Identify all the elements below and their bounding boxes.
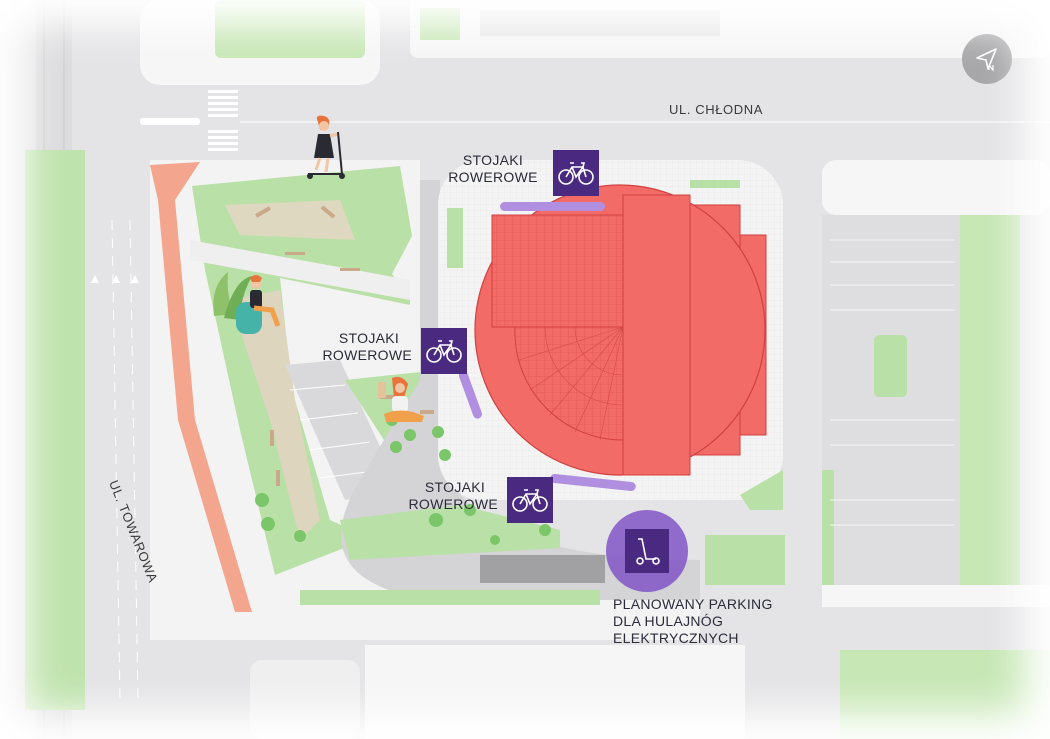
reading-person-figure — [378, 376, 424, 422]
bike-rack-label-line: ROWEROWE — [448, 169, 538, 185]
building-arena — [474, 184, 767, 476]
scooter-parking-marker[interactable] — [625, 529, 669, 573]
bike-rack-label-west: STOJAKI ROWEROWE — [312, 330, 412, 364]
compass-rose[interactable] — [962, 34, 1012, 84]
sand-path — [225, 200, 355, 240]
bike-rack-label-south: STOJAKI ROWEROWE — [398, 479, 498, 513]
bike-rack-label-line: STOJAKI — [424, 479, 486, 495]
bike-rack-marker-south[interactable] — [507, 477, 553, 523]
scooter-parking-label-line: PLANOWANY PARKING — [613, 596, 773, 612]
bike-rack-label-line: STOJAKI — [338, 330, 400, 346]
bike-rack-label-line: STOJAKI — [462, 152, 524, 168]
bike-rack-marker-north[interactable] — [553, 150, 599, 196]
parking-lot-east — [822, 215, 962, 605]
driveway — [341, 180, 700, 600]
bike-rack-label-north: STOJAKI ROWEROWE — [438, 152, 548, 186]
scooter-parking-label-line: DLA HULAJNÓG — [613, 613, 724, 629]
west-green-strip — [25, 150, 85, 710]
electric-scooter-icon — [636, 538, 660, 565]
scooter-parking-label-line: ELEKTRYCZNYCH — [613, 630, 739, 646]
bike-path — [150, 162, 252, 612]
bike-rack-label-line: ROWEROWE — [408, 496, 498, 512]
scooter-rider-figure — [307, 115, 345, 179]
bike-rack-marker-west[interactable] — [421, 328, 467, 374]
scooter-parking-label: PLANOWANY PARKING DLA HULAJNÓG ELEKTRYCZ… — [613, 596, 773, 647]
bicycle-icon — [426, 340, 462, 363]
street-name-chlodna: UL. CHŁODNA — [669, 102, 764, 117]
bicycle-icon — [558, 162, 594, 185]
bike-rack-bars — [458, 202, 636, 492]
bike-rack-label-line: ROWEROWE — [322, 347, 412, 363]
seated-person-figure — [213, 272, 281, 334]
north-lawn — [215, 0, 365, 58]
bicycle-icon — [512, 489, 548, 512]
ramp — [480, 555, 605, 583]
north-arrow-icon — [976, 48, 997, 72]
